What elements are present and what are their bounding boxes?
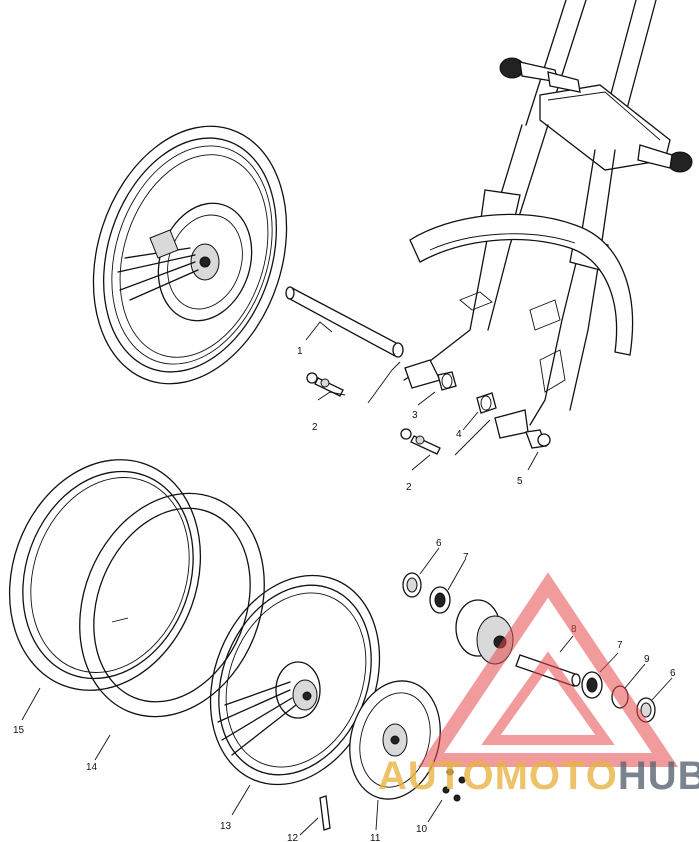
watermark-triangle-inner: [481, 651, 615, 745]
callout-6b: 6: [670, 668, 676, 679]
watermark-text: AUTOMOTOHUB: [378, 754, 699, 798]
callout-11: 11: [370, 833, 381, 842]
assembled-wheel: [92, 125, 288, 385]
watermark-triangle-outer: [417, 572, 679, 767]
wheel-rim: [209, 574, 381, 786]
callout-2b: 2: [406, 482, 412, 493]
front-fork-assembly: [403, 0, 693, 439]
callout-4: 4: [456, 429, 462, 440]
leader-lines: [21, 321, 673, 836]
inner-tube: [79, 492, 265, 718]
pinch-bolt-upper: [306, 372, 344, 397]
pinch-bolt-lower: [400, 428, 441, 455]
callout-10: 10: [416, 824, 428, 835]
axle-bolt: [525, 429, 551, 449]
disc-bolts: [442, 768, 466, 802]
callout-14: 14: [86, 762, 98, 773]
axle-nut: [437, 371, 457, 391]
tire: [8, 459, 202, 691]
callout-7b: 7: [617, 640, 623, 651]
callout-13: 13: [220, 821, 232, 832]
watermark-logo: AUTOMOTOHUB: [378, 572, 699, 798]
callout-15: 15: [13, 725, 25, 736]
callout-9: 9: [644, 654, 650, 665]
callout-6a: 6: [436, 538, 442, 549]
callout-1: 1: [297, 346, 303, 357]
brake-disc: [349, 680, 441, 800]
valve-stem: [319, 795, 331, 831]
callout-2a: 2: [312, 422, 318, 433]
callout-12: 12: [287, 833, 299, 842]
bearing-right: [581, 671, 603, 699]
spacer: [476, 392, 497, 414]
callout-5: 5: [517, 476, 523, 487]
axle: [285, 286, 404, 358]
seal-left: [402, 572, 422, 598]
bearing-left: [429, 586, 451, 614]
callout-3: 3: [412, 410, 418, 421]
callout-7a: 7: [463, 552, 469, 563]
